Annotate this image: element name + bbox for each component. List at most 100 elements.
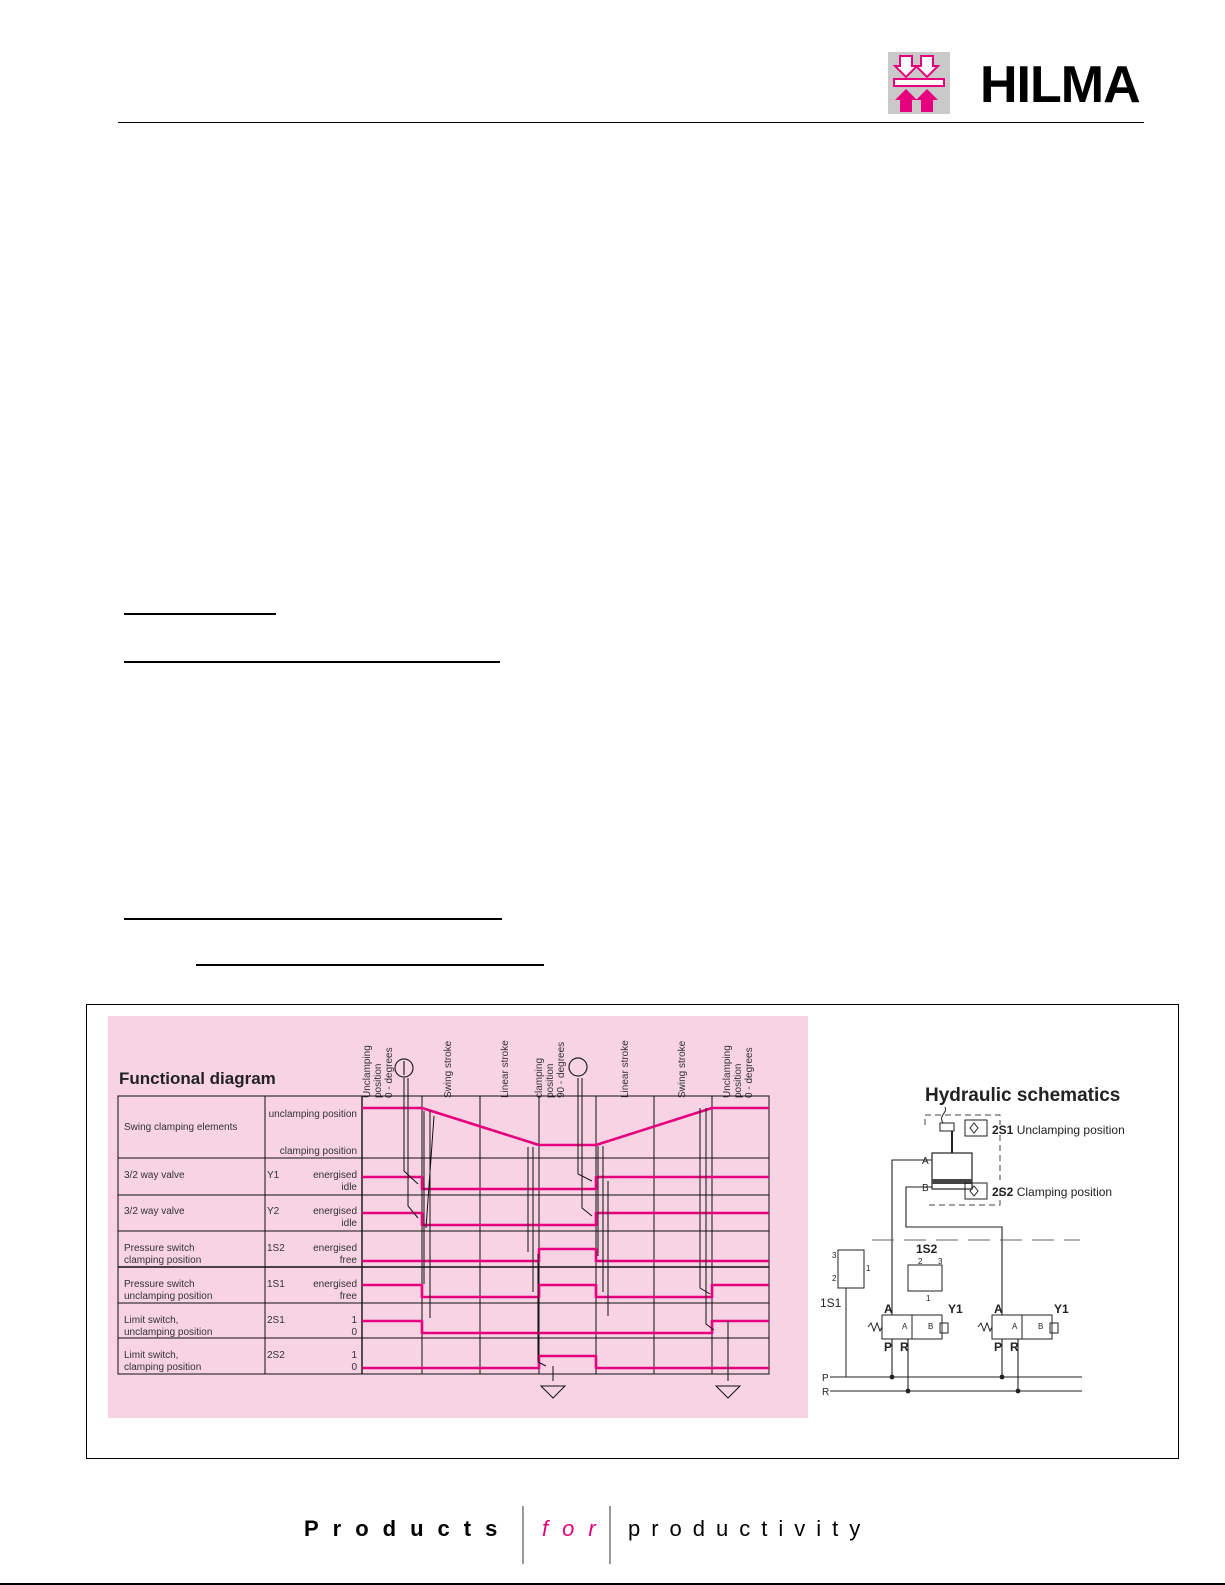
valve-port-a: A <box>994 1302 1003 1316</box>
end-triangle-icon <box>539 1385 567 1399</box>
switch-pin-label: 3 <box>938 1257 943 1266</box>
phase-label-5: Linear stroke <box>620 1040 631 1098</box>
functional-diagram-title: Functional diagram <box>119 1069 276 1088</box>
svg-text:clampingposition90 - degrees: clampingposition90 - degrees <box>534 1042 567 1098</box>
pressure-switch-icon <box>907 1264 943 1292</box>
functional-diagram: Functional diagram Unclampingposition0 -… <box>117 1040 770 1399</box>
row-name: Limit switch, <box>124 1315 178 1326</box>
row-code: Y1 <box>267 1170 280 1181</box>
phase-label-7c: 0 - degrees <box>744 1047 755 1098</box>
trace-limit-2s2 <box>362 1354 769 1370</box>
switch-pin-label: 1 <box>866 1264 871 1273</box>
bottom-rule <box>0 1583 1225 1585</box>
sensor-2s1-code: 2S1 <box>992 1123 1014 1137</box>
row-name: clamping position <box>124 1255 201 1266</box>
row-state-low: idle <box>341 1182 357 1193</box>
trace-valve-y2 <box>362 1211 769 1227</box>
valve-port-r: R <box>900 1340 909 1354</box>
row-code: 1S1 <box>267 1279 285 1290</box>
sensor-icon <box>964 1119 988 1137</box>
press-arrows-icon <box>892 55 945 112</box>
hydraulic-schematic: Hydraulic schematics A B 2S1 Unclamping … <box>820 1085 1125 1398</box>
row-state-low: free <box>340 1255 358 1266</box>
phase-label-3: Linear stroke <box>500 1040 511 1098</box>
phase-label-4a: clamping <box>534 1058 545 1098</box>
valve-inner-port: B <box>1038 1322 1043 1331</box>
row-state-high: 1 <box>351 1350 357 1361</box>
sensor-icon <box>964 1182 988 1200</box>
sensor-2s2-code: 2S2 <box>992 1185 1014 1199</box>
phase-label-4b: position <box>545 1064 556 1098</box>
switch-1s2-label: 1S2 <box>916 1242 938 1256</box>
row-state-high: energised <box>313 1170 357 1181</box>
switch-pin-label: 2 <box>918 1257 923 1266</box>
tagline-for: for <box>542 1516 610 1541</box>
phase-label-4c: 90 - degrees <box>556 1042 567 1098</box>
section-underline <box>196 964 544 966</box>
row-name: Pressure switch <box>124 1243 195 1254</box>
end-triangle-icon <box>714 1385 742 1399</box>
phase-label-2: Swing stroke <box>443 1040 454 1098</box>
brand-name: HILMA <box>980 56 1141 114</box>
row-state-high: energised <box>313 1206 357 1217</box>
switch-pin-label: 2 <box>832 1274 837 1283</box>
valve-port-r: R <box>1010 1340 1019 1354</box>
valve-inner-port: A <box>902 1322 908 1331</box>
row-name: clamping position <box>124 1362 201 1373</box>
row-code: Y2 <box>267 1206 280 1217</box>
row-name: unclamping position <box>124 1327 212 1338</box>
row-name: 3/2 way valve <box>124 1206 185 1217</box>
row-code: 2S1 <box>267 1315 285 1326</box>
port-b: B <box>922 1183 929 1194</box>
valve-port-p: P <box>884 1340 892 1354</box>
valve-port-p: P <box>994 1340 1002 1354</box>
switch-pin-label: 3 <box>832 1251 837 1260</box>
sensor-2s2-label: Clamping position <box>1017 1185 1112 1199</box>
sensor-2s1-label: Unclamping position <box>1017 1123 1125 1137</box>
trace-valve-y1 <box>362 1175 769 1191</box>
tagline-products: Products <box>304 1516 511 1541</box>
trace-pressure-1s1 <box>362 1283 769 1299</box>
port-a: A <box>922 1156 929 1167</box>
row-state-high: energised <box>313 1279 357 1290</box>
logo-mark <box>888 52 950 114</box>
row-name: 3/2 way valve <box>124 1170 185 1181</box>
phase-label-6: Swing stroke <box>677 1040 688 1098</box>
row-state-high: 1 <box>351 1315 357 1326</box>
row-name: Pressure switch <box>124 1279 195 1290</box>
valve-inner-port: A <box>1012 1322 1018 1331</box>
figure-frame <box>86 1004 1179 1459</box>
row-name: Swing clamping elements <box>124 1122 237 1133</box>
row-state-low: free <box>340 1291 358 1302</box>
row-code: 1S2 <box>267 1243 285 1254</box>
tagline-productivity: productivity <box>628 1516 871 1541</box>
trace-limit-2s1 <box>362 1319 769 1335</box>
valve-label-y1: Y1 <box>1054 1302 1069 1316</box>
start-symbol-icon <box>394 1058 414 1078</box>
switch-pin-label: 1 <box>926 1294 931 1303</box>
row-state-low: 0 <box>351 1362 357 1373</box>
switch-1s1-label: 1S1 <box>820 1296 842 1310</box>
header-rule <box>118 122 1144 123</box>
section-underline <box>124 613 276 615</box>
svg-text:2S1 Unclamping position: 2S1 Unclamping position <box>992 1123 1125 1137</box>
row-state-low: idle <box>341 1218 357 1229</box>
phase-label-1c: 0 - degrees <box>384 1047 395 1098</box>
pressure-switch-icon <box>837 1249 865 1289</box>
section-underline <box>124 918 502 920</box>
row-name: unclamping position <box>124 1291 212 1302</box>
valve-inner-port: B <box>928 1322 933 1331</box>
phase-label-7a: Unclamping <box>722 1045 733 1098</box>
trace-pressure-1s2 <box>362 1247 769 1263</box>
svg-text:2S2 Clamping position: 2S2 Clamping position <box>992 1185 1112 1199</box>
section-underline <box>124 661 500 663</box>
phase-label-1b: position <box>373 1064 384 1098</box>
svg-text:Unclampingposition0 - degrees: Unclampingposition0 - degrees <box>722 1045 755 1098</box>
row-state-high: energised <box>313 1243 357 1254</box>
row-code: 2S2 <box>267 1350 285 1361</box>
stop-symbol-icon <box>568 1057 588 1077</box>
phase-label-7b: position <box>733 1064 744 1098</box>
functional-diagram-panel <box>108 1016 808 1418</box>
phase-label-1a: Unclamping <box>362 1045 373 1098</box>
row-state-high: unclamping position <box>269 1109 357 1120</box>
